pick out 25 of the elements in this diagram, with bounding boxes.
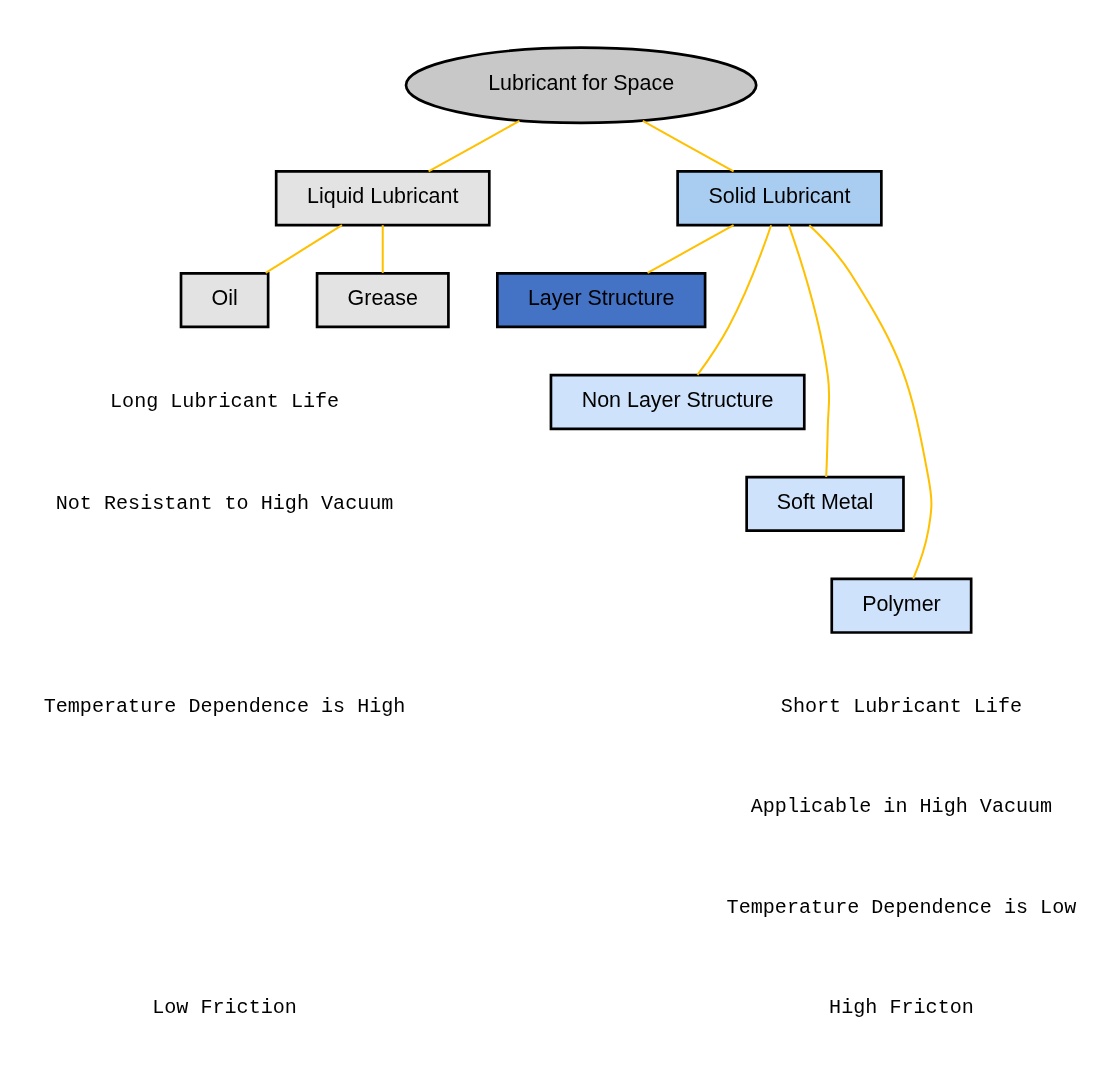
- label: Short Lubricant Life: [780, 694, 1023, 718]
- node-ellipse: Lubricant for Space: [404, 45, 758, 124]
- connector: [428, 119, 520, 172]
- connector: [808, 224, 933, 579]
- connector: [647, 223, 735, 274]
- node-box: Solid Lubricant: [676, 169, 883, 226]
- node-box: Oil: [179, 271, 270, 328]
- node-box: Grease: [315, 271, 450, 328]
- label: Applicable in High Vacuum: [750, 794, 1053, 818]
- label: Not Resistant to High Vacuum: [55, 491, 394, 515]
- label: Long Lubricant Life: [110, 389, 340, 413]
- label: Temperature Dependence is High: [43, 694, 406, 718]
- connector: [265, 223, 343, 274]
- connector: [696, 224, 773, 376]
- label: High Fricton: [829, 995, 974, 1019]
- label: Low Friction: [152, 995, 297, 1019]
- node-box: Liquid Lubricant: [274, 169, 491, 226]
- connector: [787, 224, 831, 477]
- node-box: Soft Metal: [745, 475, 905, 532]
- node-box: Non Layer Structure: [549, 373, 806, 430]
- label: Temperature Dependence is Low: [726, 895, 1077, 919]
- connector: [381, 224, 384, 273]
- node-box: Polymer: [830, 577, 973, 634]
- connector: [642, 119, 735, 172]
- node-box: Layer Structure: [496, 271, 707, 328]
